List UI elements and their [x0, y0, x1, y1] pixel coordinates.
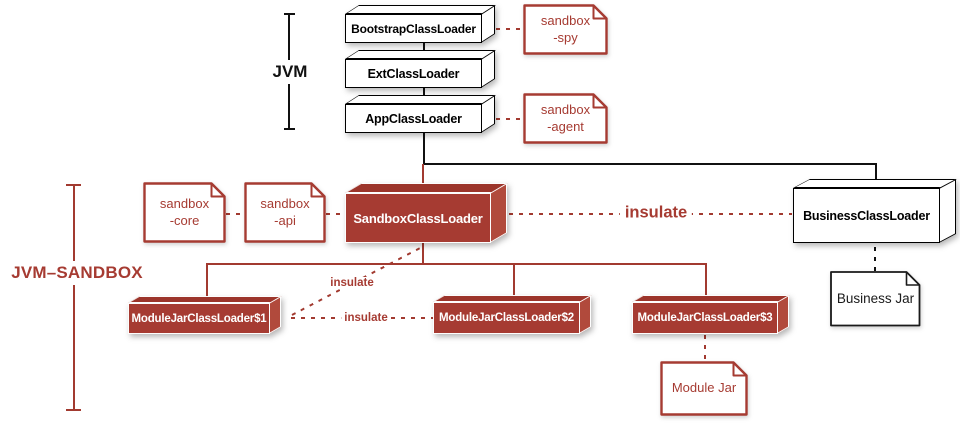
doc-module-jar: Module Jar	[660, 361, 748, 416]
box-top-face	[345, 95, 497, 104]
doc-shape	[523, 93, 608, 144]
node-label-app: AppClassLoader	[365, 111, 462, 126]
box-top-face	[433, 295, 592, 302]
doc-sandbox-api: sandbox -api	[244, 182, 326, 243]
node-modulejar-classloader-1: ModuleJarClassLoader$1	[128, 295, 282, 334]
edge-business-businessjar-dashed	[874, 247, 877, 272]
edge-bootstrap-spy-dashed	[496, 28, 523, 31]
node-label-module2: ModuleJarClassLoader$2	[439, 312, 574, 324]
edge-app-business-horizontal	[423, 162, 876, 165]
node-label-sandbox: SandboxClassLoader	[353, 210, 483, 226]
doc-shape	[830, 271, 921, 327]
node-app-classloader: AppClassLoader	[345, 95, 497, 133]
box-front-face: ModuleJarClassLoader$2	[433, 302, 580, 334]
doc-shape	[143, 182, 226, 243]
box-front-face: SandboxClassLoader	[345, 193, 491, 243]
edge-sandbox-tree-down	[422, 243, 425, 264]
doc-sandbox-spy: sandbox -spy	[523, 4, 608, 55]
box-right-face	[490, 182, 507, 243]
doc-label-module-jar: Module Jar	[671, 380, 737, 396]
node-sandbox-classloader: SandboxClassLoader	[345, 182, 508, 243]
doc-label-core: sandbox -core	[159, 195, 210, 228]
edge-app-down	[422, 133, 425, 164]
edge-app-agent-dashed	[496, 117, 523, 120]
doc-label-business-jar: Business Jar	[836, 291, 915, 307]
box-top-face	[345, 5, 497, 14]
edge-business-down	[874, 163, 877, 190]
box-top-face	[345, 183, 508, 193]
edge-tree-module2	[513, 263, 515, 304]
box-right-face	[579, 294, 591, 334]
insulate-label-sandbox-module1: insulate	[327, 277, 377, 289]
box-front-face: BootstrapClassLoader	[345, 14, 482, 43]
node-label-business: BusinessClassLoader	[803, 208, 930, 223]
doc-sandbox-core: sandbox -core	[143, 182, 226, 243]
edge-tree-module1	[206, 263, 208, 305]
jvm-sandbox-bracket-line	[72, 185, 75, 410]
doc-label-api: sandbox -api	[260, 195, 310, 228]
edge-module3-modulejar-dashed	[704, 335, 707, 361]
box-right-face	[777, 294, 789, 334]
box-front-face: BusinessClassLoader	[793, 188, 940, 243]
box-front-face: AppClassLoader	[345, 104, 482, 133]
doc-shape	[523, 4, 608, 55]
doc-shape	[244, 182, 326, 243]
edge-junction-sandbox	[422, 164, 425, 194]
jvm-sandbox-bracket-cap-bottom	[66, 408, 81, 411]
jvm-bracket-cap-top	[283, 13, 295, 15]
edge-core-api-dashed	[226, 212, 245, 215]
doc-shape	[660, 361, 748, 416]
box-top-face	[345, 50, 497, 59]
insulate-label-module1-module2: insulate	[341, 312, 391, 324]
box-front-face: ModuleJarClassLoader$3	[632, 302, 778, 334]
jvm-sandbox-bracket-cap-top	[66, 184, 81, 186]
insulate-label-main: insulate	[619, 203, 693, 223]
edge-api-sandbox-dashed	[326, 212, 345, 215]
box-top-face	[793, 179, 957, 188]
edge-tree-horizontal	[206, 262, 707, 265]
doc-sandbox-agent: sandbox -agent	[523, 93, 608, 144]
node-label-module1: ModuleJarClassLoader$1	[131, 312, 267, 325]
jvm-bracket-cap-bottom	[283, 127, 295, 130]
box-front-face: ExtClassLoader	[345, 59, 482, 88]
node-business-classloader: BusinessClassLoader	[793, 178, 957, 243]
node-ext-classloader: ExtClassLoader	[345, 50, 497, 88]
node-label-module3: ModuleJarClassLoader$3	[637, 312, 773, 324]
jvm-sandbox-bracket-label: JVM–SANDBOX	[7, 261, 147, 285]
node-modulejar-classloader-2: ModuleJarClassLoader$2	[433, 294, 592, 334]
doc-business-jar: Business Jar	[830, 271, 921, 327]
box-top-face	[128, 296, 282, 303]
box-right-face	[269, 295, 281, 334]
node-label-ext: ExtClassLoader	[367, 66, 460, 81]
jvm-bracket-label: JVM	[268, 60, 312, 84]
node-modulejar-classloader-3: ModuleJarClassLoader$3	[632, 294, 790, 334]
doc-label-agent: sandbox -agent	[540, 101, 591, 134]
box-right-face	[939, 178, 956, 243]
edge-tree-module3	[704, 263, 707, 304]
box-top-face	[632, 295, 790, 302]
node-bootstrap-classloader: BootstrapClassLoader	[345, 5, 497, 43]
box-front-face: ModuleJarClassLoader$1	[128, 303, 270, 334]
doc-label-spy: sandbox -spy	[540, 12, 591, 45]
node-label-bootstrap: BootstrapClassLoader	[351, 21, 476, 36]
